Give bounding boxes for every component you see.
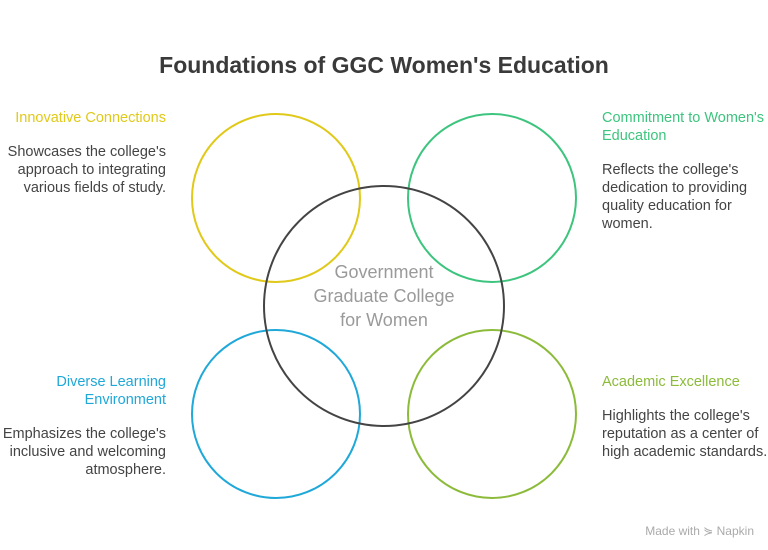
item-title: Diverse Learning Environment <box>56 374 166 408</box>
diagram-title: Foundations of GGC Women's Education <box>159 52 609 78</box>
item-academic: Academic Excellence Highlights the colle… <box>602 373 768 461</box>
circle-academic <box>407 329 577 499</box>
item-desc: Emphasizes the college's inclusive and w… <box>2 426 166 478</box>
circle-commitment <box>407 113 577 283</box>
item-diverse: Diverse Learning Environment Emphasizes … <box>0 373 166 479</box>
item-desc: Highlights the college's reputation as a… <box>602 408 768 460</box>
item-desc: Reflects the college's dedication to pro… <box>602 162 748 232</box>
circle-center <box>263 185 505 427</box>
circle-innovative <box>191 113 361 283</box>
item-commitment: Commitment to Women's Education Reflects… <box>602 109 768 233</box>
circle-diverse <box>191 329 361 499</box>
item-desc: Showcases the college's approach to inte… <box>7 144 166 196</box>
napkin-watermark: Made with ⋟ Napkin <box>645 524 754 538</box>
item-title: Academic Excellence <box>602 374 740 390</box>
item-title: Commitment to Women's Education <box>602 110 765 144</box>
center-label: Government Graduate College for Women <box>313 262 455 330</box>
item-title: Innovative Connections <box>15 110 166 126</box>
item-innovative: Innovative Connections Showcases the col… <box>0 109 166 197</box>
